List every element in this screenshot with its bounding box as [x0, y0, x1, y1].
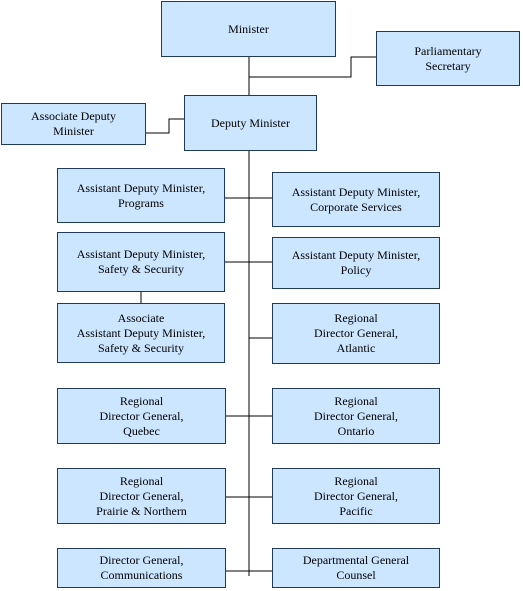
rdg-quebec-box[interactable]: Regional Director General, Quebec [57, 388, 226, 444]
parliamentary-secretary-box[interactable]: Parliamentary Secretary [376, 31, 520, 86]
associate-deputy-minister-box[interactable]: Associate Deputy Minister [1, 103, 146, 145]
dg-communications-box[interactable]: Director General, Communications [57, 548, 226, 588]
adm-corporate-services-box[interactable]: Assistant Deputy Minister, Corporate Ser… [272, 172, 440, 227]
associate-adm-safety-security-box[interactable]: Associate Assistant Deputy Minister, Saf… [57, 303, 225, 363]
deputy-minister-box[interactable]: Deputy Minister [184, 95, 317, 151]
departmental-general-counsel-box[interactable]: Departmental General Counsel [272, 548, 440, 588]
adm-programs-box[interactable]: Assistant Deputy Minister, Programs [57, 168, 225, 223]
rdg-atlantic-box[interactable]: Regional Director General, Atlantic [272, 303, 440, 364]
adm-safety-security-box[interactable]: Assistant Deputy Minister, Safety & Secu… [57, 232, 225, 292]
rdg-prairie-northern-box[interactable]: Regional Director General, Prairie & Nor… [57, 468, 226, 524]
adm-policy-box[interactable]: Assistant Deputy Minister, Policy [272, 237, 440, 289]
rdg-pacific-box[interactable]: Regional Director General, Pacific [272, 468, 440, 524]
minister-box[interactable]: Minister [161, 1, 336, 57]
rdg-ontario-box[interactable]: Regional Director General, Ontario [272, 388, 440, 444]
